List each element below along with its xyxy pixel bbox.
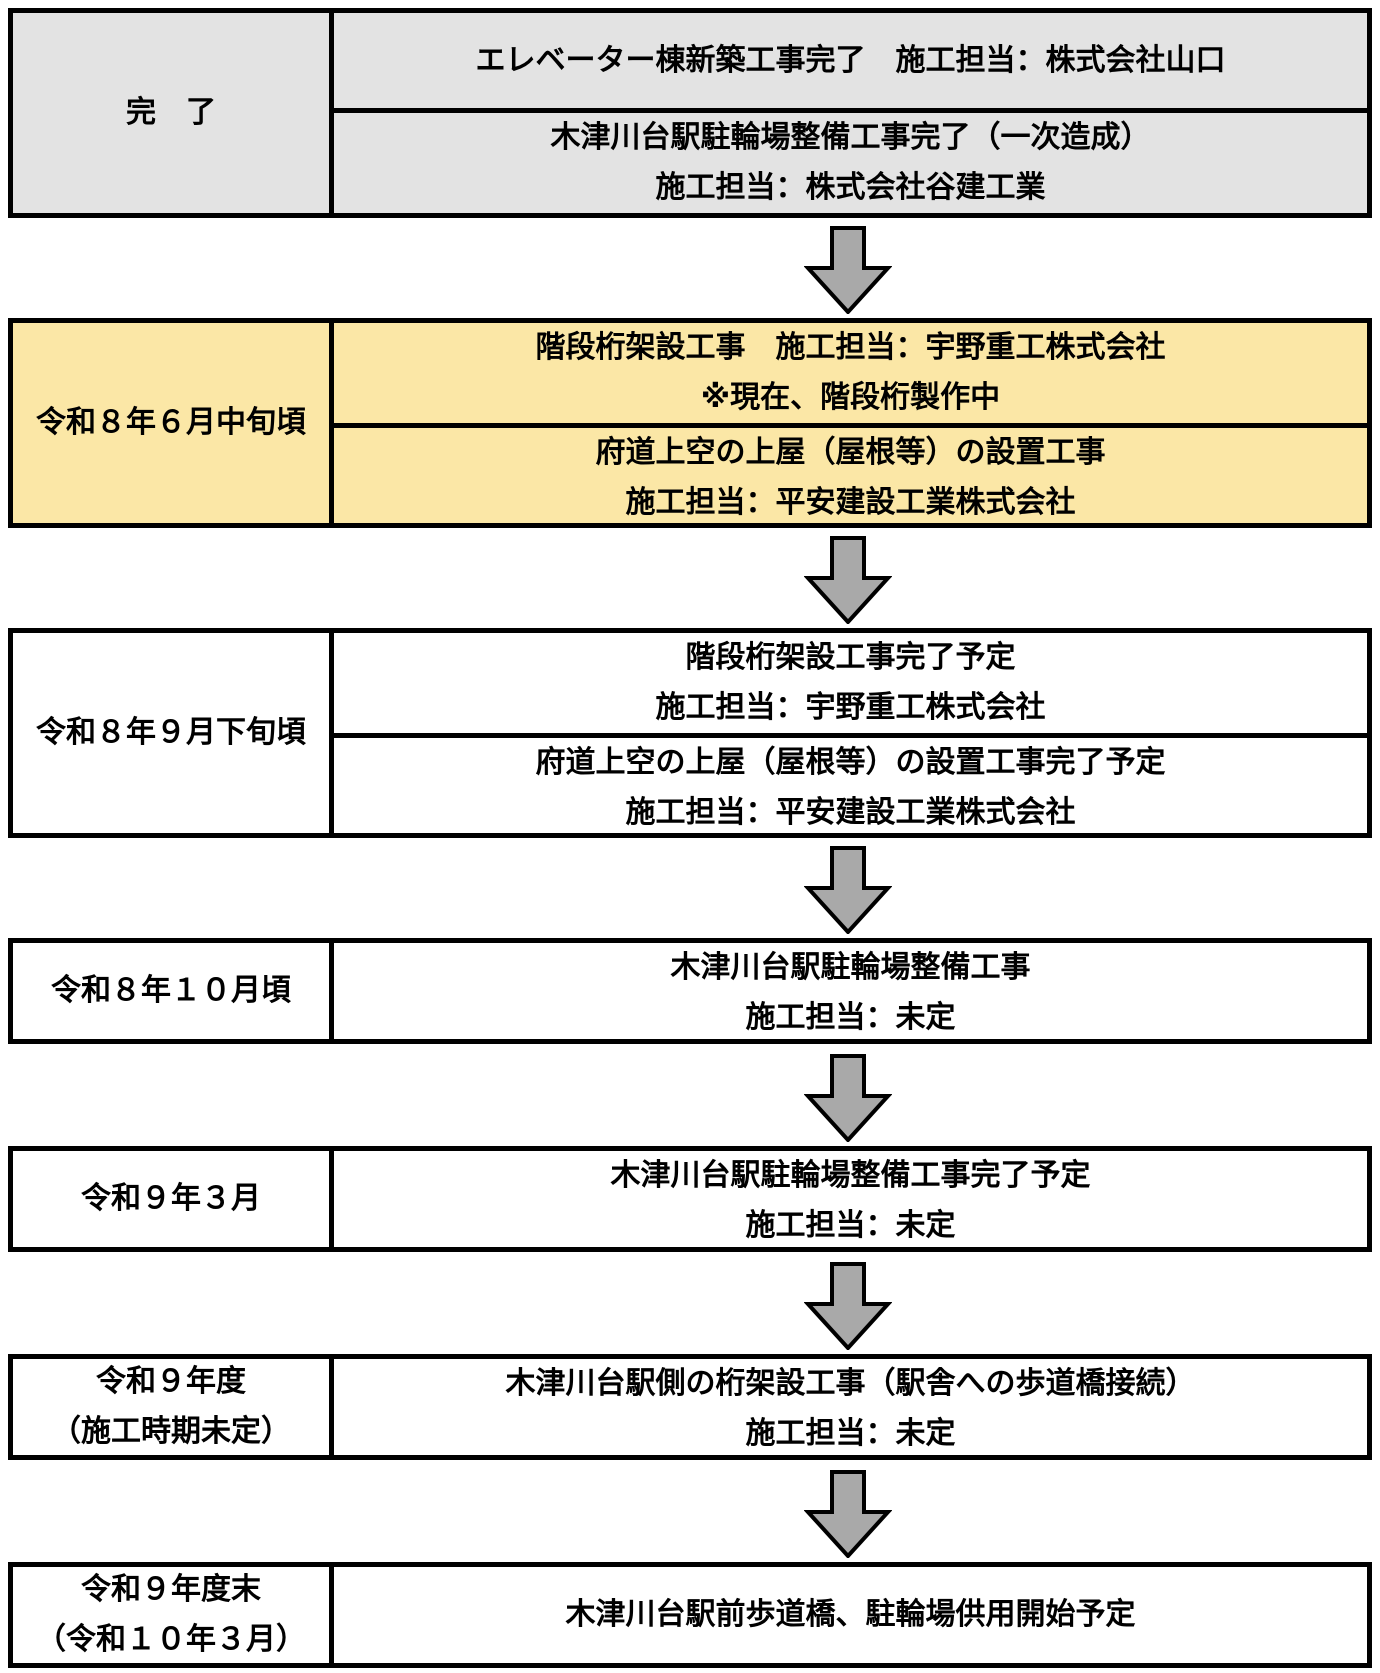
- period-label: 令和８年１０月頃: [51, 973, 291, 1008]
- task-line: 木津川台駅駐輪場整備工事完了（一次造成）: [550, 120, 1151, 155]
- stage-tasks: 階段桁架設工事 施工担当：宇野重工株式会社 ※現在、階段桁製作中 府道上空の上屋…: [334, 323, 1367, 523]
- stage-period: 令和８年９月下旬頃: [13, 633, 334, 833]
- stage-period: 令和９年度 （施工時期未定）: [13, 1359, 334, 1455]
- stage-period: 令和８年１０月頃: [13, 943, 334, 1039]
- stage-planned: 令和９年度 （施工時期未定） 木津川台駅側の桁架設工事（駅舎への歩道橋接続） 施…: [8, 1354, 1372, 1460]
- task-line: 施工担当：未定: [745, 1000, 956, 1035]
- task-line: 施工担当：未定: [745, 1416, 956, 1451]
- period-sublabel: （令和１０年３月）: [36, 1622, 306, 1657]
- down-arrow-icon: [804, 1054, 892, 1142]
- task-line: 施工担当：平安建設工業株式会社: [625, 485, 1076, 520]
- stage-period: 令和９年３月: [13, 1151, 334, 1247]
- task-line: エレベーター棟新築工事完了 施工担当：株式会社山口: [475, 42, 1226, 78]
- period-label: 令和９年３月: [81, 1181, 261, 1216]
- stage-period: 令和８年６月中旬頃: [13, 323, 334, 523]
- period-label: 完 了: [126, 95, 216, 130]
- stage-planned: 令和９年３月 木津川台駅駐輪場整備工事完了予定 施工担当：未定: [8, 1146, 1372, 1252]
- task-box: 木津川台駅駐輪場整備工事完了予定 施工担当：未定: [334, 1151, 1367, 1251]
- task-line: 施工担当：株式会社谷建工業: [655, 170, 1046, 205]
- task-line: 施工担当：平安建設工業株式会社: [625, 795, 1076, 830]
- task-box: 木津川台駅側の桁架設工事（駅舎への歩道橋接続） 施工担当：未定: [334, 1359, 1367, 1459]
- stage-tasks: 木津川台駅駐輪場整備工事完了予定 施工担当：未定: [334, 1151, 1367, 1247]
- task-box: 木津川台駅駐輪場整備工事 施工担当：未定: [334, 943, 1367, 1043]
- task-box: 木津川台駅前歩道橋、駐輪場供用開始予定: [334, 1567, 1367, 1663]
- down-arrow-icon: [804, 1470, 892, 1558]
- stage-planned: 令和８年９月下旬頃 階段桁架設工事完了予定 施工担当：宇野重工株式会社 府道上空…: [8, 628, 1372, 838]
- task-box: 木津川台駅駐輪場整備工事完了（一次造成） 施工担当：株式会社谷建工業: [334, 108, 1367, 213]
- task-line: 階段桁架設工事完了予定: [685, 640, 1016, 675]
- stage-tasks: エレベーター棟新築工事完了 施工担当：株式会社山口 木津川台駅駐輪場整備工事完了…: [334, 13, 1367, 213]
- stage-tasks: 木津川台駅駐輪場整備工事 施工担当：未定: [334, 943, 1367, 1039]
- task-box: 階段桁架設工事完了予定 施工担当：宇野重工株式会社: [334, 633, 1367, 733]
- task-line: 府道上空の上屋（屋根等）の設置工事: [595, 435, 1106, 470]
- stage-tasks: 階段桁架設工事完了予定 施工担当：宇野重工株式会社 府道上空の上屋（屋根等）の設…: [334, 633, 1367, 833]
- stage-current: 令和８年６月中旬頃 階段桁架設工事 施工担当：宇野重工株式会社 ※現在、階段桁製…: [8, 318, 1372, 528]
- stage-tasks: 木津川台駅側の桁架設工事（駅舎への歩道橋接続） 施工担当：未定: [334, 1359, 1367, 1455]
- stage-tasks: 木津川台駅前歩道橋、駐輪場供用開始予定: [334, 1567, 1367, 1663]
- down-arrow-icon: [804, 226, 892, 314]
- task-line: 木津川台駅駐輪場整備工事: [670, 950, 1031, 985]
- task-line: 府道上空の上屋（屋根等）の設置工事完了予定: [535, 745, 1166, 780]
- period-label: 令和８年６月中旬頃: [36, 405, 306, 440]
- stage-completed: 完 了 エレベーター棟新築工事完了 施工担当：株式会社山口 木津川台駅駐輪場整備…: [8, 8, 1372, 218]
- task-box: 府道上空の上屋（屋根等）の設置工事 施工担当：平安建設工業株式会社: [334, 423, 1367, 528]
- stage-planned: 令和９年度末 （令和１０年３月） 木津川台駅前歩道橋、駐輪場供用開始予定: [8, 1562, 1372, 1668]
- stage-period: 完 了: [13, 13, 334, 213]
- task-box: 府道上空の上屋（屋根等）の設置工事完了予定 施工担当：平安建設工業株式会社: [334, 733, 1367, 838]
- task-box: エレベーター棟新築工事完了 施工担当：株式会社山口: [334, 13, 1367, 108]
- stage-period: 令和９年度末 （令和１０年３月）: [13, 1567, 334, 1663]
- task-line: 施工担当：宇野重工株式会社: [655, 690, 1046, 725]
- down-arrow-icon: [804, 536, 892, 624]
- period-label: 令和９年度末: [81, 1572, 261, 1607]
- task-line: 木津川台駅前歩道橋、駐輪場供用開始予定: [565, 1597, 1136, 1632]
- task-box: 階段桁架設工事 施工担当：宇野重工株式会社 ※現在、階段桁製作中: [334, 323, 1367, 423]
- task-line: 階段桁架設工事 施工担当：宇野重工株式会社: [535, 330, 1166, 365]
- task-line: 施工担当：未定: [745, 1208, 956, 1243]
- period-label: 令和８年９月下旬頃: [36, 715, 306, 750]
- period-sublabel: （施工時期未定）: [51, 1414, 291, 1449]
- stage-planned: 令和８年１０月頃 木津川台駅駐輪場整備工事 施工担当：未定: [8, 938, 1372, 1044]
- down-arrow-icon: [804, 1262, 892, 1350]
- period-label: 令和９年度: [96, 1364, 246, 1399]
- task-line: 木津川台駅駐輪場整備工事完了予定: [610, 1158, 1091, 1193]
- down-arrow-icon: [804, 846, 892, 934]
- task-note: ※現在、階段桁製作中: [700, 380, 1001, 415]
- task-line: 木津川台駅側の桁架設工事（駅舎への歩道橋接続）: [505, 1366, 1196, 1401]
